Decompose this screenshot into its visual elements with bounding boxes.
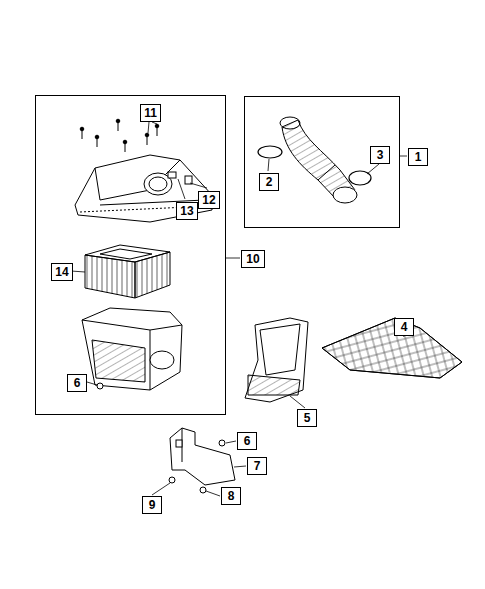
callout-number: 3	[377, 149, 384, 161]
callout-box: 4	[394, 318, 414, 336]
callout-number: 14	[55, 266, 68, 278]
air-filter	[85, 245, 170, 298]
callout-number: 11	[144, 107, 157, 119]
callout-number: 10	[241, 250, 265, 268]
callout-box: 6	[67, 374, 87, 392]
callout-number: 6	[244, 435, 251, 447]
callout-number: 5	[304, 412, 311, 424]
screws	[80, 119, 159, 152]
callout-box: 13	[176, 202, 198, 220]
callout-box: 8	[221, 487, 241, 505]
callout-number: 13	[180, 205, 193, 217]
resonator-duct	[245, 318, 308, 402]
leader-lines	[71, 122, 407, 496]
air-box-lid	[75, 155, 212, 222]
callout-number: 1	[408, 148, 428, 166]
callout-box: 2	[259, 173, 279, 191]
callout-number: 7	[254, 460, 261, 472]
callout-box: 11	[140, 104, 161, 122]
group-frame: 10111312146	[35, 95, 226, 415]
callout-box: 9	[142, 496, 162, 514]
callout-box: 3	[370, 146, 390, 164]
bracket	[169, 428, 235, 493]
callout-box: 6	[237, 432, 257, 450]
intake-hose	[280, 117, 357, 203]
callout-box: 7	[247, 457, 267, 475]
callout-number: 2	[266, 176, 273, 188]
callout-box: 14	[51, 263, 73, 281]
air-inlet-grille	[322, 318, 462, 378]
callout-number: 4	[401, 321, 408, 333]
callout-number: 6	[74, 377, 81, 389]
callout-number: 8	[228, 490, 235, 502]
callout-number: 9	[149, 499, 156, 511]
group-frame: 123	[244, 96, 400, 228]
callout-number: 12	[202, 194, 215, 206]
air-box-lower	[82, 308, 182, 390]
callout-box: 12	[198, 191, 220, 209]
callout-box: 5	[297, 409, 317, 427]
